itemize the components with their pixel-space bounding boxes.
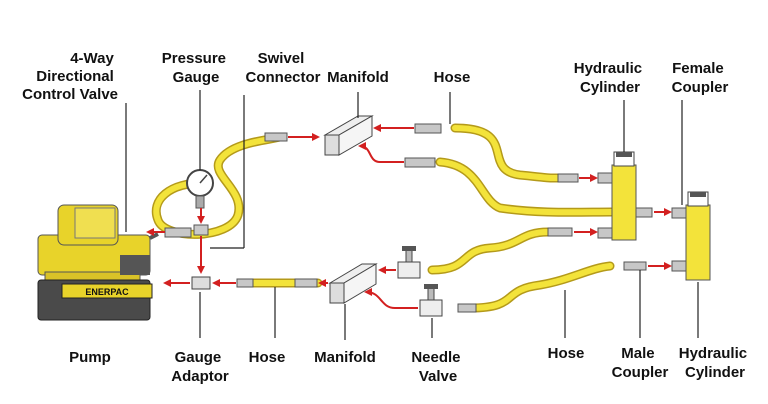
leader-lines <box>125 90 699 340</box>
pump-brand: ENERPAC <box>85 287 129 297</box>
valve-outlet-fitting <box>164 227 192 238</box>
needle-valve-lower <box>419 284 477 317</box>
label-male-coupler: Male Coupler <box>612 345 669 381</box>
manifold-top <box>323 115 442 168</box>
arrow-needle-lower-loop <box>364 288 418 309</box>
flow-arrows <box>146 124 672 309</box>
label-hose-top: Hose <box>434 69 471 86</box>
label-swivel-connector: Swivel Connector <box>246 50 321 86</box>
hydraulic-cylinder-bottom <box>623 191 711 281</box>
hydraulic-cylinder-top <box>547 151 653 241</box>
gauge-adaptor <box>191 276 254 290</box>
label-pressure-gauge: Pressure Gauge <box>162 50 230 86</box>
label-gauge-adaptor: Gauge Adaptor <box>171 349 229 385</box>
needle-valve-upper <box>397 246 421 279</box>
label-pump: Pump <box>69 349 111 366</box>
label-hose-bottom-left: Hose <box>249 349 286 366</box>
label-manifold-top: Manifold <box>327 69 389 86</box>
pressure-gauge <box>186 169 214 236</box>
label-hose-bottom-right: Hose <box>548 345 585 362</box>
swivel-connector <box>264 132 288 142</box>
label-manifold-bottom: Manifold <box>314 349 376 366</box>
pump: ENERPAC <box>37 204 159 321</box>
label-hydraulic-cylinder-bottom: Hydraulic Cylinder <box>679 345 752 381</box>
labels: 4-Way Directional Control Valve Pressure… <box>22 50 752 385</box>
label-hydraulic-cylinder-top: Hydraulic Cylinder <box>574 60 647 96</box>
hoses <box>151 123 617 313</box>
arrow-manifold-top-loop <box>358 142 404 163</box>
manifold-bottom <box>294 263 378 304</box>
label-directional-valve: 4-Way Directional Control Valve <box>22 50 118 103</box>
label-needle-valve: Needle Valve <box>411 349 464 385</box>
label-female-coupler: Female Coupler <box>672 60 729 96</box>
